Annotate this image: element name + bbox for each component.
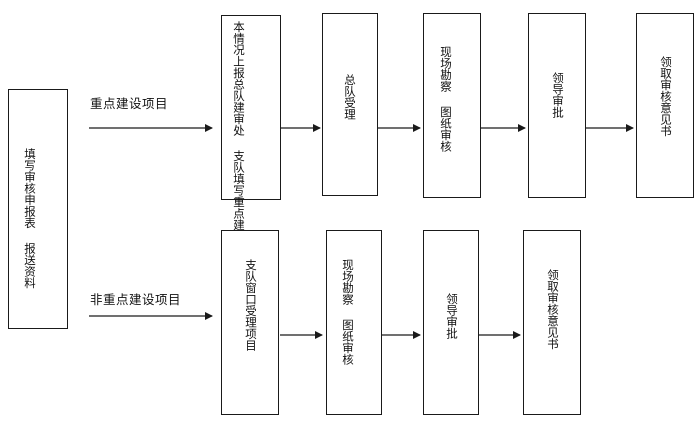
top-step2-text: 总队受理 xyxy=(343,74,357,120)
bottom-step4-text: 领取审核意见书 xyxy=(546,269,560,350)
bottom-step-detachment-window-accept: 支队窗口受理项目 xyxy=(221,230,279,415)
bottom-step1-text: 支队窗口受理项目 xyxy=(244,259,258,351)
non-key-project-label: 非重点建设项目 xyxy=(90,292,182,307)
bottom-step-leader-approval: 领导审批 xyxy=(423,230,479,415)
top-step-site-survey-drawing-review: 现场勘察 图纸审核 xyxy=(423,13,481,198)
top-step5-text: 领取审核意见书 xyxy=(659,56,673,137)
bottom-step3-text: 领导审批 xyxy=(445,293,459,339)
key-project-label: 重点建设项目 xyxy=(90,96,169,111)
start-box-text: 填写审核申报表 报送资料 xyxy=(23,148,37,289)
bottom-step-site-survey-drawing-review: 现场勘察 图纸审核 xyxy=(326,230,382,415)
top-step-headquarters-accept: 总队受理 xyxy=(322,13,378,196)
top-step-leader-approval: 领导审批 xyxy=(528,13,586,198)
bottom-step-receive-review-opinion: 领取审核意见书 xyxy=(523,230,581,415)
top-step3-text: 现场勘察 图纸审核 xyxy=(439,46,453,152)
start-box: 填写审核申报表 报送资料 xyxy=(8,89,68,329)
top-step-receive-review-opinion: 领取审核意见书 xyxy=(636,13,694,198)
top-step-report-to-headquarters: 本情况上报总队建审处 支队填写重点建设项目基 xyxy=(221,15,281,277)
bottom-step2-text: 现场勘察 图纸审核 xyxy=(341,259,355,365)
top-step4-text: 领导审批 xyxy=(551,72,565,118)
top-step1-text: 本情况上报总队建审处 支队填写重点建设项目基 xyxy=(232,21,246,277)
